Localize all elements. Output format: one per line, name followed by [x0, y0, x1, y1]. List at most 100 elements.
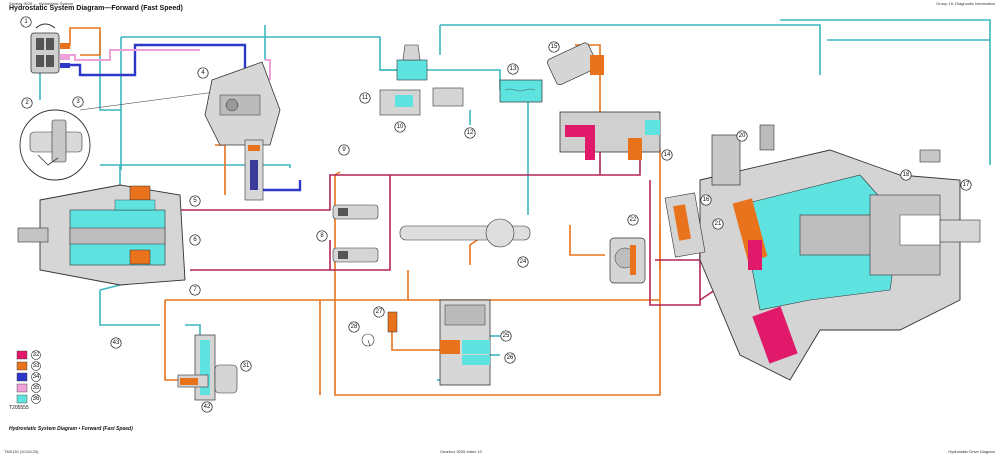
svg-text:1: 1 — [24, 19, 28, 25]
svg-text:11: 11 — [362, 95, 369, 101]
footer-left: TM2130 (10JUL20) — [4, 449, 39, 454]
legend-item-33: 33 — [16, 361, 41, 371]
svg-text:6: 6 — [193, 237, 197, 243]
svg-text:14: 14 — [664, 152, 671, 158]
svg-text:3: 3 — [76, 99, 80, 105]
legend-number: 36 — [33, 396, 40, 402]
callout-42: 42 — [201, 401, 213, 413]
legend-item-36: 36 — [16, 394, 41, 404]
callout-24: 24 — [517, 256, 529, 268]
diagram-title: Hydrostatic System Diagram—Forward (Fast… — [9, 5, 183, 12]
footer-center: Gearbox 9026 Index 10 — [440, 449, 482, 454]
svg-text:5: 5 — [193, 198, 197, 204]
valve-cluster — [379, 44, 464, 116]
svg-text:4: 4 — [201, 70, 205, 76]
header-left: Section 9026 — Hydrostatic System — [9, 1, 74, 6]
svg-text:20: 20 — [739, 133, 746, 139]
svg-text:17: 17 — [963, 182, 970, 188]
speed-sensor — [609, 237, 646, 284]
svg-text:9: 9 — [342, 147, 346, 153]
callout-25: 25 — [500, 330, 512, 342]
callout-5: 5 — [189, 195, 201, 207]
svg-text:15: 15 — [551, 44, 558, 50]
legend-number: 34 — [33, 374, 40, 380]
figure-caption: Hydrostatic System Diagram • Forward (Fa… — [9, 426, 133, 432]
svg-text:31: 31 — [243, 363, 250, 369]
callout-10: 10 — [394, 121, 406, 133]
svg-text:24: 24 — [520, 259, 527, 265]
svg-text:13: 13 — [510, 66, 517, 72]
header-right: Group 15: Diagnostic Information — [936, 1, 995, 6]
control-valve-block — [204, 61, 281, 201]
svg-text:43: 43 — [113, 340, 120, 346]
legend-item-32: 32 — [16, 350, 41, 360]
callout-4: 4 — [197, 67, 209, 79]
svg-text:12: 12 — [467, 130, 474, 136]
svg-text:8: 8 — [320, 233, 324, 239]
pressure-valve — [439, 299, 491, 386]
reservoir — [499, 79, 543, 103]
svg-text:7: 7 — [193, 287, 197, 293]
figure-id: T205555 — [9, 405, 29, 411]
callout-2: 2 — [21, 97, 33, 109]
callout-3: 3 — [72, 96, 84, 108]
svg-text:18: 18 — [903, 172, 910, 178]
svg-text:27: 27 — [376, 309, 383, 315]
legend-swatch — [16, 383, 28, 393]
check-valves — [332, 204, 379, 263]
footer-right: Hydrostatic Drive Diagram — [948, 449, 995, 454]
callout-7: 7 — [189, 284, 201, 296]
legend-swatch — [16, 372, 28, 382]
valve-cylinder-top — [547, 42, 661, 160]
solenoid-valve — [177, 334, 238, 401]
legend-item-35: 35 — [16, 383, 41, 393]
callout-6: 6 — [189, 234, 201, 246]
callout-13: 13 — [507, 63, 519, 75]
legend-number: 33 — [33, 363, 40, 369]
callout-16: 16 — [700, 194, 712, 206]
legend-number: 32 — [33, 352, 40, 358]
callout-17: 17 — [960, 179, 972, 191]
callout-20: 20 — [736, 130, 748, 142]
hydrostatic-pump — [664, 124, 981, 381]
callout-11: 11 — [359, 92, 371, 104]
control-switch — [30, 23, 70, 74]
gauge — [361, 333, 375, 347]
svg-text:26: 26 — [507, 355, 514, 361]
pedal-detail — [19, 89, 231, 181]
callout-43: 43 — [110, 337, 122, 349]
callout-21: 21 — [712, 218, 724, 230]
legend-swatch — [16, 361, 28, 371]
svg-text:21: 21 — [715, 221, 722, 227]
lube-lines — [60, 49, 271, 80]
callout-28: 28 — [348, 321, 360, 333]
callout-31: 31 — [240, 360, 252, 372]
callout-1: 1 — [20, 16, 32, 28]
callout-27: 27 — [373, 306, 385, 318]
callout-14: 14 — [661, 149, 673, 161]
legend-swatch — [16, 394, 28, 404]
callout-18: 18 — [900, 169, 912, 181]
svg-text:2: 2 — [25, 100, 29, 106]
svg-text:10: 10 — [397, 124, 404, 130]
legend-number: 35 — [33, 385, 40, 391]
svg-text:25: 25 — [503, 333, 510, 339]
svg-text:22: 22 — [630, 217, 637, 223]
callout-12: 12 — [464, 127, 476, 139]
callout-8: 8 — [316, 230, 328, 242]
motor-housing-left — [17, 184, 186, 286]
callout-26: 26 — [504, 352, 516, 364]
legend-item-34: 34 — [16, 372, 41, 382]
svg-text:16: 16 — [703, 197, 710, 203]
svg-text:42: 42 — [204, 404, 211, 410]
callout-15: 15 — [548, 41, 560, 53]
callout-22: 22 — [627, 214, 639, 226]
legend-swatch — [16, 350, 28, 360]
filter — [387, 311, 398, 333]
callout-9: 9 — [338, 144, 350, 156]
shaft-tube — [399, 218, 531, 248]
svg-text:28: 28 — [351, 324, 358, 330]
